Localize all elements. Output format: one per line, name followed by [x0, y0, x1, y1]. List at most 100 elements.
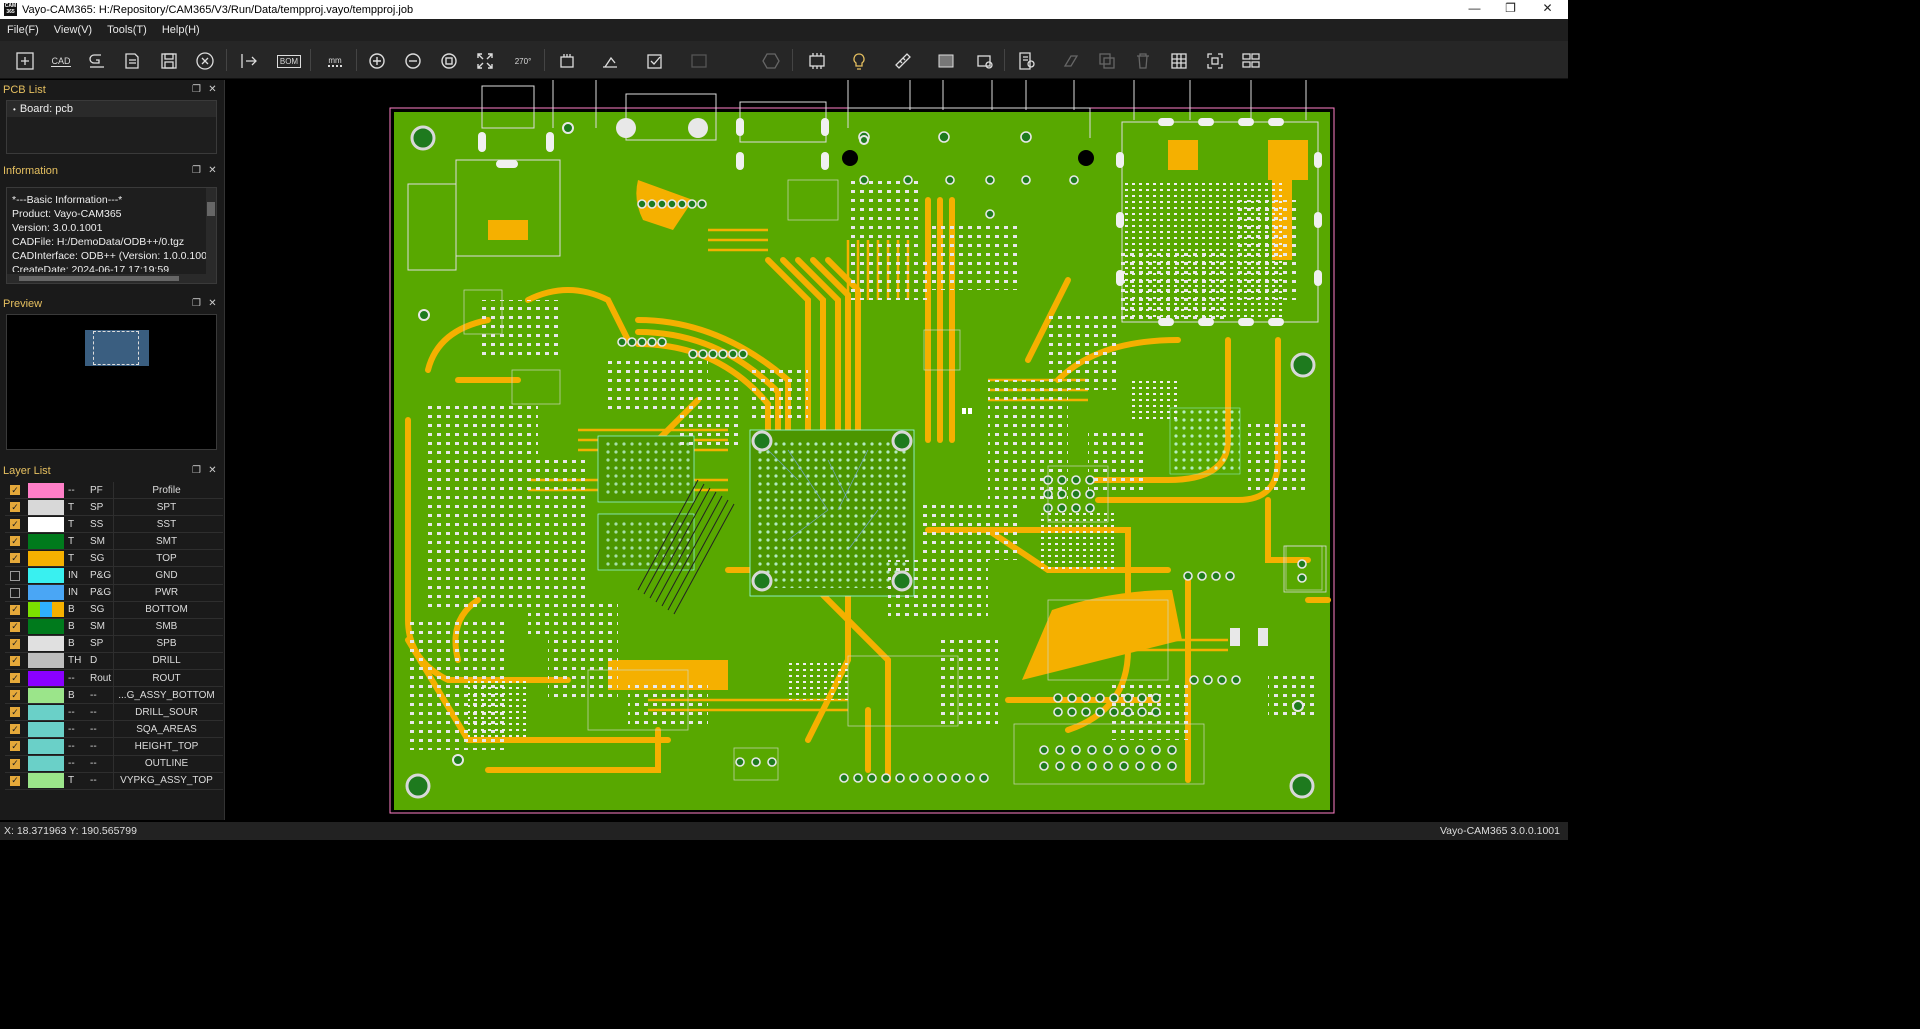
layer-color-swatch[interactable]	[28, 704, 40, 720]
grid-icon[interactable]	[1166, 48, 1192, 74]
layer-color-swatch[interactable]	[52, 653, 64, 669]
check-icon[interactable]	[642, 48, 668, 74]
menu-file[interactable]: File(F)	[7, 24, 39, 36]
layer-color-swatch[interactable]	[52, 704, 64, 720]
layer-visibility-checkbox[interactable]	[10, 587, 20, 598]
layer-color-swatch[interactable]	[40, 499, 52, 515]
close-icon[interactable]: ✕	[208, 165, 217, 176]
layer-color-swatch[interactable]	[28, 636, 40, 652]
layer-visibility-checkbox[interactable]: ✓	[10, 758, 20, 769]
layer-color-swatch[interactable]	[40, 516, 52, 532]
layer-visibility-checkbox[interactable]: ✓	[10, 706, 20, 718]
info-scrollbar-h[interactable]	[7, 274, 206, 283]
layer-color-swatch[interactable]	[52, 721, 64, 737]
layer-color-swatch[interactable]	[28, 687, 40, 703]
layer-color-swatch[interactable]	[28, 568, 40, 584]
units-mm-icon[interactable]: mm	[328, 55, 342, 67]
layer-visibility-checkbox[interactable]: ✓	[10, 689, 20, 701]
zoom-in-icon[interactable]	[364, 48, 390, 74]
layer-visibility-checkbox[interactable]: ✓	[10, 604, 20, 615]
minimize-button[interactable]: —	[1468, 1, 1481, 15]
layer-color-swatch[interactable]	[40, 602, 52, 618]
zoom-out-icon[interactable]	[400, 48, 426, 74]
layer-color-swatch[interactable]	[28, 653, 40, 669]
layer-visibility-checkbox[interactable]	[10, 570, 20, 581]
select-area-icon[interactable]	[1202, 48, 1228, 74]
layer-row-height-top[interactable]: ✓----HEIGHT_TOP	[5, 737, 223, 756]
layer-color-swatch[interactable]	[52, 738, 64, 754]
layer-visibility-checkbox[interactable]: ✓	[10, 723, 20, 735]
layer-color-swatch[interactable]	[28, 602, 40, 618]
layer-color-swatch[interactable]	[52, 550, 64, 566]
layer-color-swatch[interactable]	[40, 533, 52, 549]
layer-visibility-checkbox[interactable]: ✓	[10, 621, 20, 632]
save-icon[interactable]	[156, 48, 182, 74]
layer-visibility-checkbox[interactable]: ✓	[10, 638, 20, 649]
layer-color-swatch[interactable]	[40, 550, 52, 566]
preview-box[interactable]	[6, 314, 217, 450]
layer-color-swatch[interactable]	[52, 585, 64, 601]
fill-icon[interactable]	[934, 48, 960, 74]
layer-color-swatch[interactable]	[28, 773, 40, 789]
close-icon[interactable]: ✕	[208, 84, 217, 95]
layer-visibility-checkbox[interactable]: ✓	[10, 552, 20, 564]
measure-icon[interactable]	[598, 48, 624, 74]
layer-color-swatch[interactable]	[52, 602, 64, 618]
layer-color-swatch[interactable]	[40, 619, 52, 635]
layer-color-swatch[interactable]	[28, 482, 40, 498]
info-scrollbar-v[interactable]	[206, 188, 216, 283]
close-project-icon[interactable]	[192, 48, 218, 74]
import-gerber-icon[interactable]	[84, 48, 110, 74]
export-icon[interactable]	[236, 48, 262, 74]
layer-color-swatch[interactable]	[52, 687, 64, 703]
float-icon[interactable]: ❐	[192, 465, 201, 476]
layer-color-swatch[interactable]	[52, 516, 64, 532]
layer-color-swatch[interactable]	[28, 516, 40, 532]
layer-row-drill-sour[interactable]: ✓----DRILL_SOUR	[5, 703, 223, 722]
chip-icon[interactable]	[804, 48, 830, 74]
layer-color-swatch[interactable]	[40, 738, 52, 754]
menu-help[interactable]: Help(H)	[161, 24, 200, 36]
settings-chip-icon[interactable]	[972, 48, 998, 74]
component-icon[interactable]	[554, 48, 580, 74]
layer-color-swatch[interactable]	[40, 670, 52, 686]
layer-visibility-checkbox[interactable]: ✓	[10, 775, 20, 786]
layer-color-swatch[interactable]	[40, 756, 52, 772]
menu-view[interactable]: View(V)	[53, 24, 93, 36]
layer-color-swatch[interactable]	[40, 721, 52, 737]
layer-visibility-checkbox[interactable]: ✓	[10, 535, 20, 547]
layer-color-swatch[interactable]	[28, 738, 40, 754]
layer-color-swatch[interactable]	[28, 721, 40, 737]
layer-visibility-checkbox[interactable]: ✓	[10, 740, 20, 752]
layer-row-outline[interactable]: ✓----OUTLINE	[5, 755, 223, 773]
rotate-icon[interactable]: 270°	[514, 56, 532, 66]
layer-color-swatch[interactable]	[28, 670, 40, 686]
layer-row-vypkg-assy-top[interactable]: ✓T--VYPKG_ASSY_TOP	[5, 772, 223, 790]
layer-color-swatch[interactable]	[40, 773, 52, 789]
layer-visibility-checkbox[interactable]: ✓	[10, 655, 20, 666]
layer-color-swatch[interactable]	[40, 687, 52, 703]
layer-visibility-checkbox[interactable]: ✓	[10, 672, 20, 684]
layer-color-swatch[interactable]	[40, 704, 52, 720]
close-icon[interactable]: ✕	[208, 465, 217, 476]
bom-icon[interactable]: BOM	[274, 48, 304, 74]
layer-color-swatch[interactable]	[40, 585, 52, 601]
float-icon[interactable]: ❐	[192, 165, 201, 176]
layer-color-swatch[interactable]	[52, 773, 64, 789]
fit-view-icon[interactable]	[472, 48, 498, 74]
layer-color-swatch[interactable]	[52, 482, 64, 498]
layer-color-swatch[interactable]	[52, 533, 64, 549]
float-icon[interactable]: ❐	[192, 298, 201, 309]
light-icon[interactable]	[846, 48, 872, 74]
